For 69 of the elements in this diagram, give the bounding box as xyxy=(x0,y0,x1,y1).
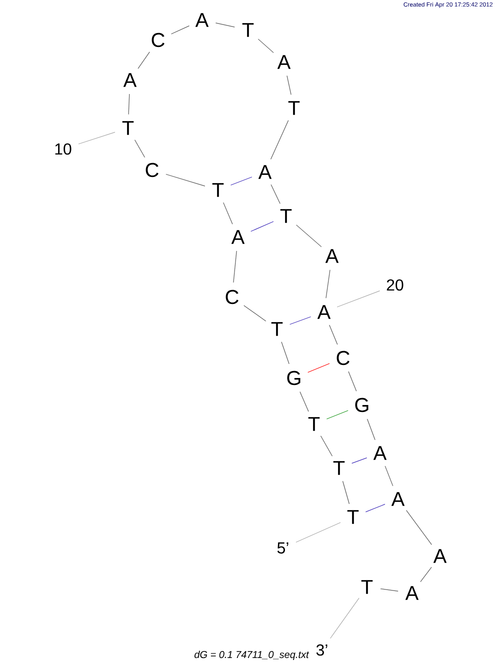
nucleotide-letter: T xyxy=(212,183,224,197)
base-pair-line xyxy=(250,221,274,232)
nucleotide-letter: C xyxy=(146,162,158,178)
backbone-line xyxy=(329,324,338,345)
backbone-line xyxy=(270,184,280,204)
backbone-line xyxy=(348,371,357,392)
nucleotide-letter: A xyxy=(391,492,405,506)
backbone-line xyxy=(233,250,237,283)
nucleotide-letter: T xyxy=(122,121,134,135)
nucleotide-letter: A xyxy=(195,13,209,27)
base-pair-line xyxy=(308,363,330,373)
base-pair-line xyxy=(352,458,368,464)
nucleotide-letter: T xyxy=(271,322,283,336)
nucleotide-letter: C xyxy=(152,32,164,48)
leader-line xyxy=(330,598,360,639)
backbone-line xyxy=(300,391,309,412)
backbone-line xyxy=(296,224,322,248)
leader-line xyxy=(296,522,341,543)
backbone-line xyxy=(320,436,333,456)
backbone-line xyxy=(286,75,292,95)
backbone-line xyxy=(326,270,330,298)
backbone-line xyxy=(380,588,398,592)
nucleotide-letter: T xyxy=(280,209,292,223)
backbone-line xyxy=(138,52,150,69)
footer-text: dG = 0.1 74711_0_seq.txt xyxy=(194,650,310,660)
leader-line xyxy=(78,132,116,144)
position-number: 10 xyxy=(55,143,72,155)
backbone-line xyxy=(406,510,432,545)
nucleotide-letter: T xyxy=(308,417,320,431)
base-pair-line xyxy=(326,410,348,420)
backbone-line xyxy=(170,26,190,34)
nucleotide-letter: A xyxy=(258,165,272,179)
backbone-line xyxy=(128,94,130,115)
backbone-line xyxy=(223,202,233,224)
backbone-line xyxy=(244,305,266,322)
nucleotide-letter: C xyxy=(226,290,238,304)
nucleotide-letter: T xyxy=(242,23,254,37)
position-number: 20 xyxy=(386,279,404,291)
backbone-line xyxy=(281,342,290,364)
backbone-line xyxy=(166,174,206,186)
nucleotide-letter: T xyxy=(347,510,359,524)
position-number: 3’ xyxy=(316,644,328,656)
nucleotide-letter: A xyxy=(325,249,339,263)
nucleotide-letter: G xyxy=(355,398,368,412)
nucleotide-letter: A xyxy=(317,305,331,319)
nucleotide-letter: A xyxy=(123,73,137,87)
backbone-line xyxy=(342,480,350,504)
nucleotide-letter: G xyxy=(287,370,300,386)
nucleotide-letter: A xyxy=(277,55,291,69)
nucleotide-letter: T xyxy=(361,580,373,594)
base-pair-line xyxy=(290,316,312,325)
nucleotide-letter: T xyxy=(333,461,345,475)
backbone-line xyxy=(134,140,146,158)
nucleotide-letter: A xyxy=(433,549,447,563)
base-pair-line xyxy=(365,504,386,512)
nucleotide-letter: A xyxy=(373,446,387,460)
backbone-line xyxy=(215,22,235,28)
nucleotide-letter: A xyxy=(405,586,419,600)
backbone-line xyxy=(258,38,274,53)
nucleotide-letter: T xyxy=(288,101,300,115)
nucleotide-letter: C xyxy=(336,350,350,366)
position-number: 5’ xyxy=(277,542,288,554)
leader-line xyxy=(336,290,380,308)
base-pair-line xyxy=(230,176,252,186)
backbone-line xyxy=(270,120,289,160)
nucleotide-letter: A xyxy=(231,230,245,244)
backbone-line xyxy=(384,466,394,486)
backbone-line xyxy=(366,418,376,440)
backbone-line xyxy=(420,566,432,582)
